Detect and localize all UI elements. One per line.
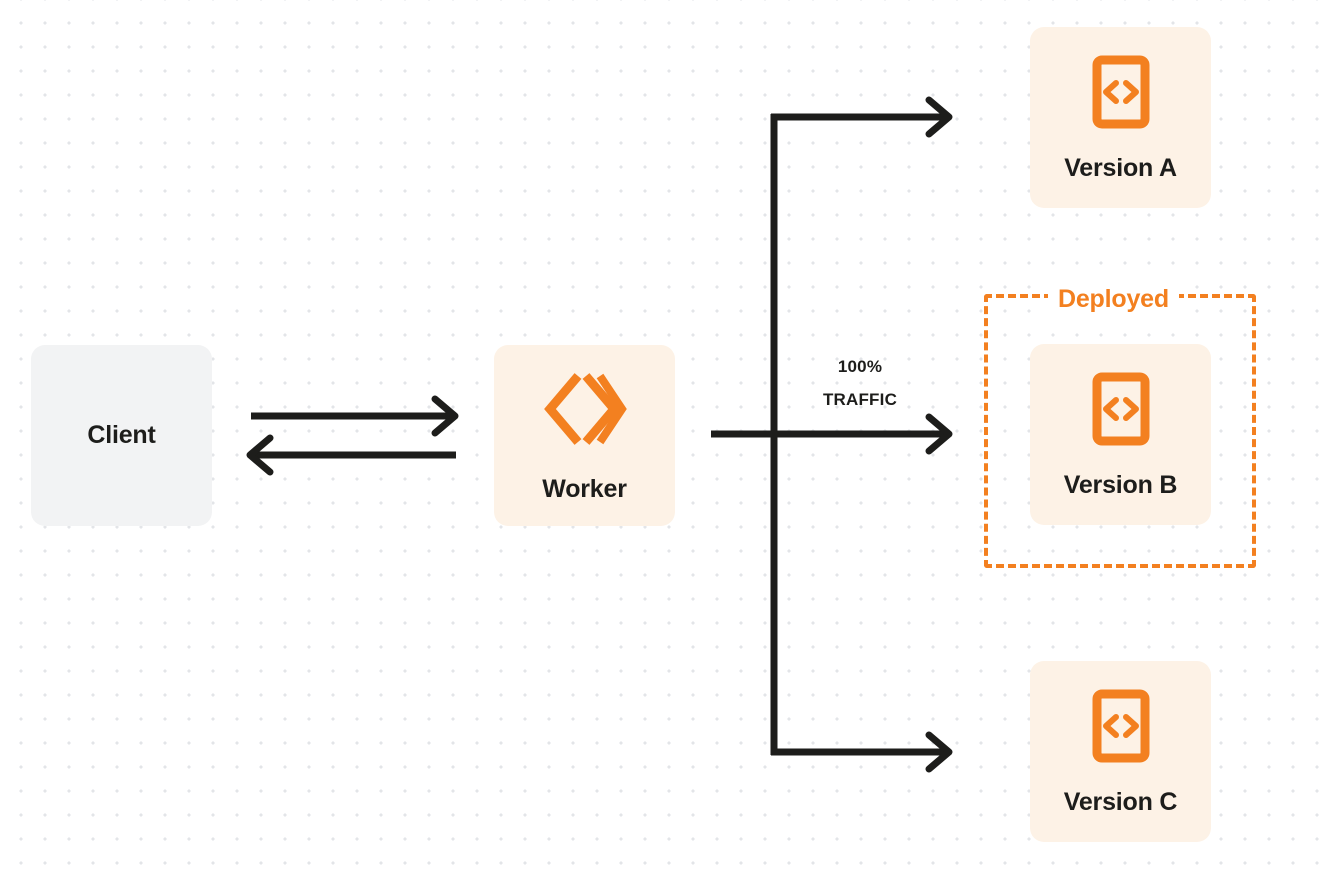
node-version-b[interactable]: Version B [1030,344,1211,525]
arrow-to-version-a [771,96,953,138]
code-file-icon [1092,55,1150,134]
node-version-c[interactable]: Version C [1030,661,1211,842]
arrow-worker-to-client [246,434,456,476]
code-file-icon [1092,372,1150,451]
node-version-a[interactable]: Version A [1030,27,1211,208]
node-client[interactable]: Client [31,345,212,526]
version-a-label: Version A [1064,153,1177,182]
arrow-client-to-worker [251,395,459,437]
traffic-caption: TRAFFIC [822,390,898,409]
code-file-icon [1092,689,1150,768]
cloudflare-workers-logo-icon [542,370,628,453]
arrow-to-version-b [711,413,953,455]
traffic-label: 100% TRAFFIC [775,350,945,416]
arrow-to-version-c [771,731,953,773]
version-b-label: Version B [1063,470,1178,499]
deployed-group-label: Deployed [1048,285,1179,313]
traffic-percent: 100% [837,357,883,376]
client-label: Client [87,421,156,449]
node-worker[interactable]: Worker [494,345,675,526]
worker-label: Worker [542,474,627,503]
version-c-label: Version C [1063,787,1178,816]
